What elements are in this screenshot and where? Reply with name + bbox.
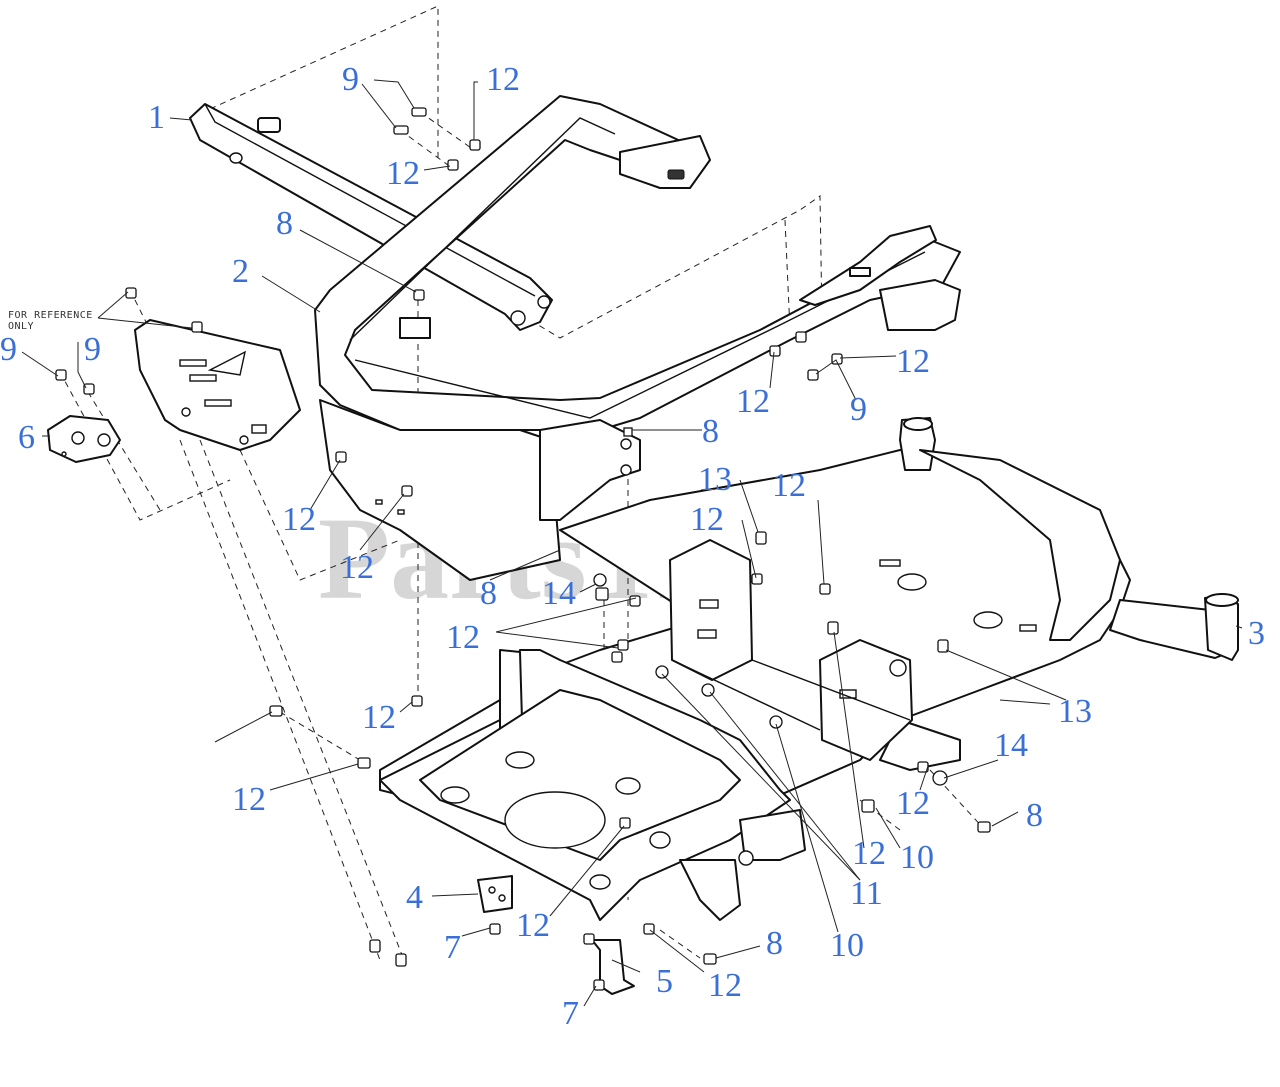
callout-12-a: 12 [486,61,520,98]
callout-12-g: 12 [772,467,806,504]
callout-14-b: 14 [994,727,1028,764]
callout-3: 3 [1248,615,1265,652]
callout-9-a: 9 [342,61,359,98]
callout-12-o: 12 [708,967,742,1004]
reference-note-line2: ONLY [8,321,34,332]
callout-7-a: 7 [444,929,461,966]
callout-12-k: 12 [232,781,266,818]
callout-5: 5 [656,963,673,1000]
callout-9-c: 9 [84,331,101,368]
callout-12-h: 12 [690,501,724,538]
reference-note-line1: FOR REFERENCE [8,310,93,321]
callout-2: 2 [232,253,249,290]
callout-14-a: 14 [542,575,576,612]
callout-12-f: 12 [340,549,374,586]
callout-12-j: 12 [362,699,396,736]
hardware [55,107,991,991]
callout-9-d: 9 [850,391,867,428]
callout-4: 4 [406,879,423,916]
callout-8-b: 8 [702,413,719,450]
leader-lines [21,79,1243,1007]
callout-12-c: 12 [896,343,930,380]
callout-12-e: 12 [282,501,316,538]
callout-12-i: 12 [446,619,480,656]
callout-8-a: 8 [276,205,293,242]
callout-1: 1 [148,99,165,136]
callout-13-b: 13 [1058,693,1092,730]
callout-12-l: 12 [896,785,930,822]
lower-deck-frame [379,649,961,921]
callout-7-b: 7 [562,995,579,1032]
callout-labels: 1 2 3 4 5 6 7 7 8 8 8 8 8 9 9 9 9 10 10 … [0,61,1265,1032]
callout-8-c: 8 [480,575,497,612]
seat-mount-brackets [669,539,913,761]
callout-6: 6 [18,419,35,456]
callout-10-a: 10 [900,839,934,876]
mount-plate [47,415,121,463]
callout-10-b: 10 [830,927,864,964]
reference-panel [134,319,301,451]
callout-12-m: 12 [852,835,886,872]
callout-8-d: 8 [1026,797,1043,834]
callout-12-d: 12 [736,383,770,420]
callout-13-a: 13 [698,461,732,498]
callout-8-e: 8 [766,925,783,962]
callout-9-b: 9 [0,331,17,368]
callout-11: 11 [850,875,883,912]
callout-12-b: 12 [386,155,420,192]
upper-frame [314,95,961,581]
callout-12-n: 12 [516,907,550,944]
